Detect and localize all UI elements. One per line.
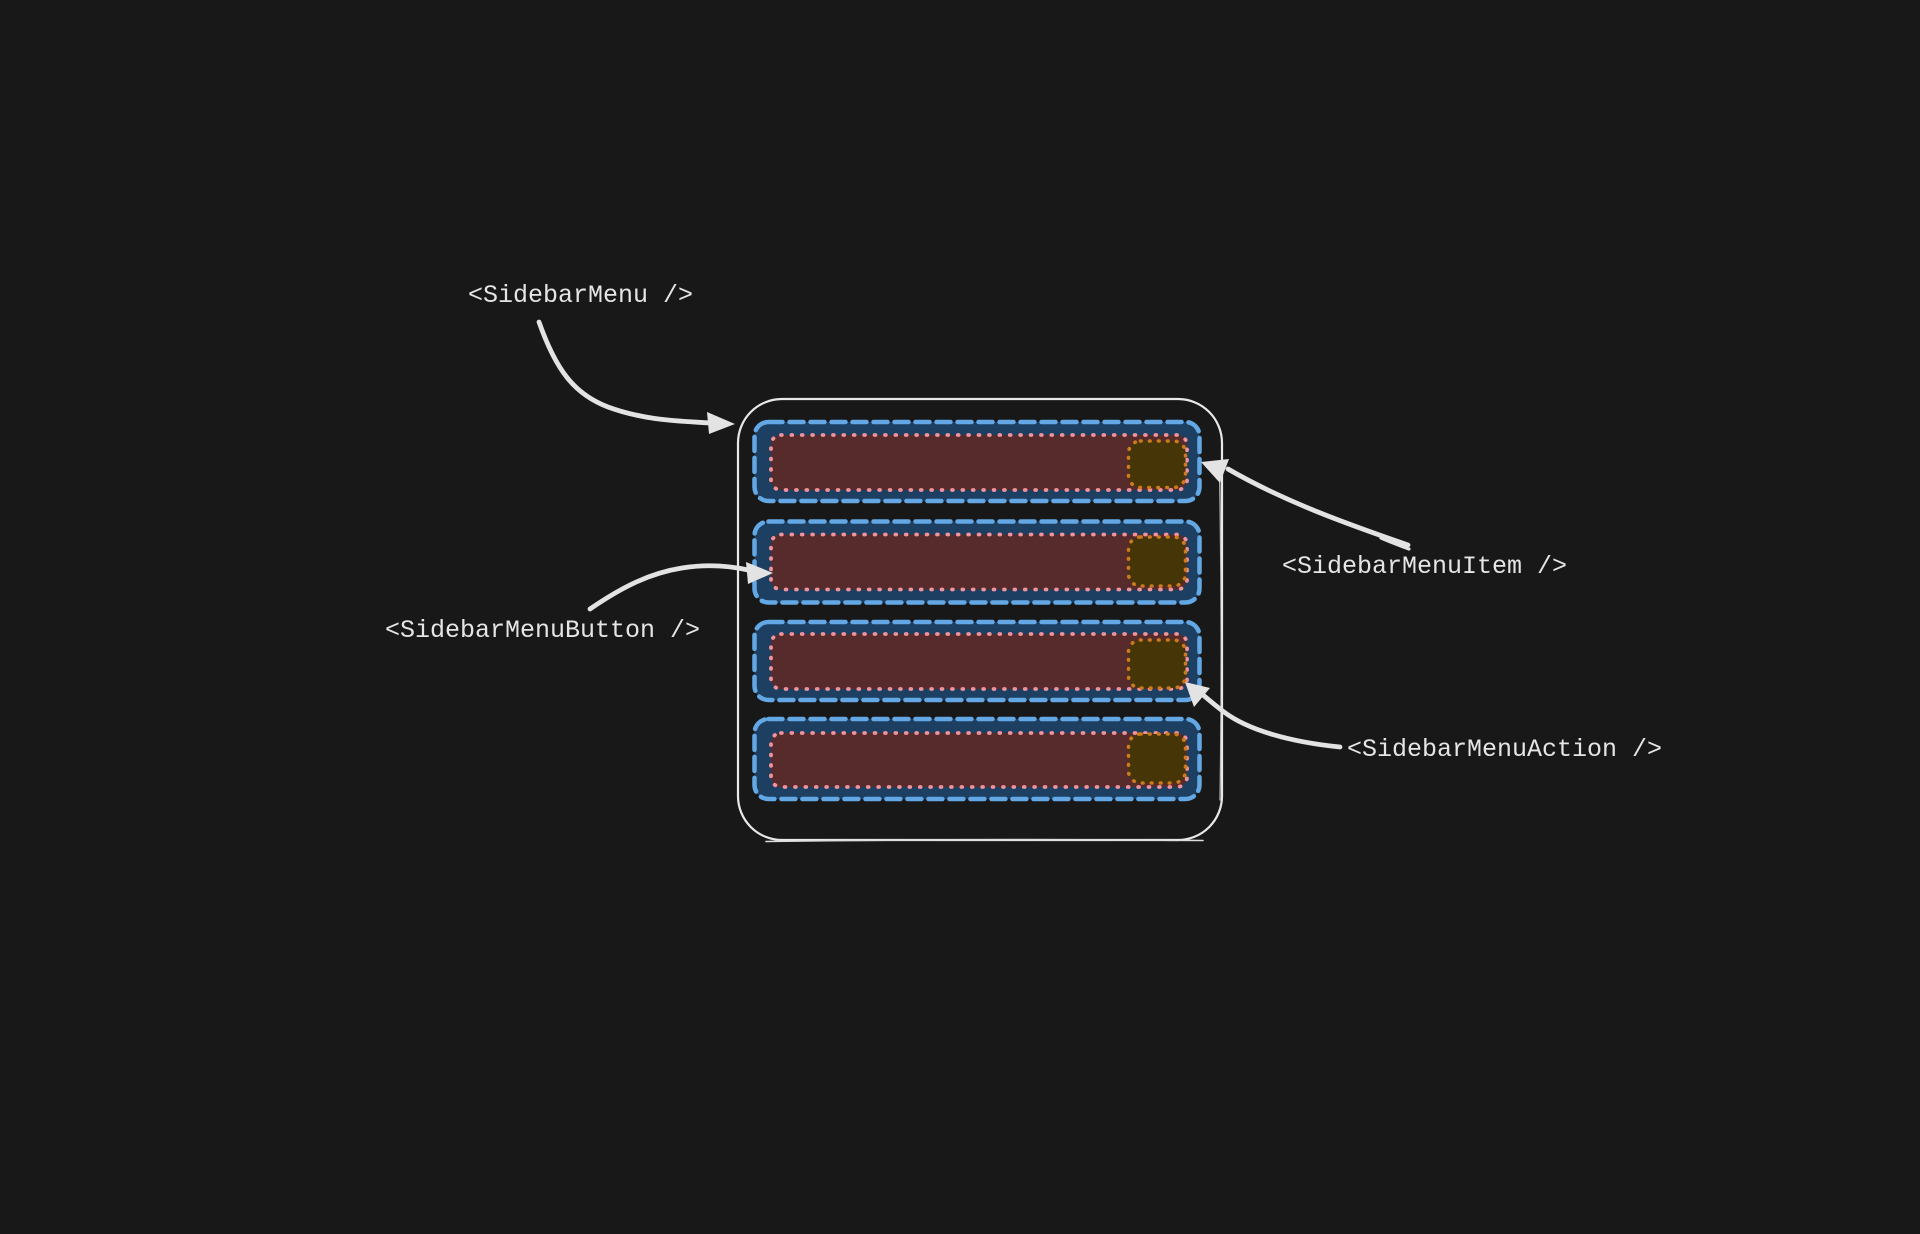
svg-text:<SidebarMenuButton />: <SidebarMenuButton /> (385, 616, 700, 645)
svg-text:<SidebarMenuAction />: <SidebarMenuAction /> (1347, 735, 1662, 764)
svg-text:<SidebarMenu />: <SidebarMenu /> (468, 281, 693, 310)
svg-text:<SidebarMenuItem />: <SidebarMenuItem /> (1282, 552, 1567, 581)
